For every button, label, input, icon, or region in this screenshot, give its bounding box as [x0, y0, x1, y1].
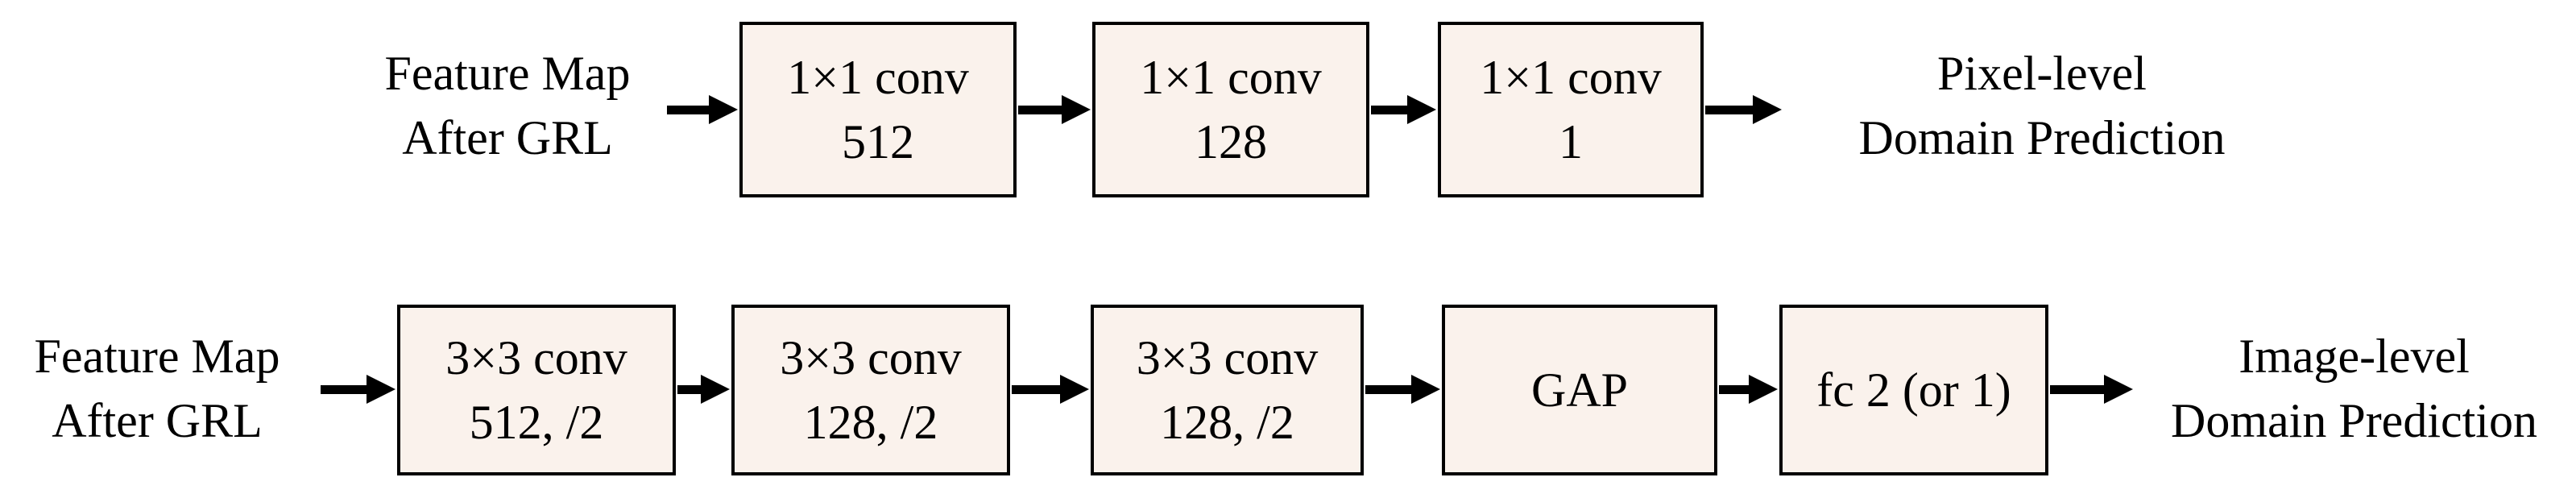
- arrow-shaft: [1018, 105, 1062, 114]
- arrow-shaft: [1705, 105, 1753, 114]
- flow-arrow-icon: [1365, 375, 1440, 404]
- box-line: fc 2 (or 1): [1816, 363, 2011, 417]
- box-line: 3×3 conv: [1136, 331, 1319, 384]
- flow-arrow-icon: [1018, 95, 1091, 124]
- flow-arrow-icon: [1705, 95, 1782, 124]
- flow-arrow-icon: [677, 375, 730, 404]
- label-line: Domain Prediction: [1858, 111, 2226, 164]
- label-line: Domain Prediction: [2171, 394, 2537, 447]
- arrow-head: [1062, 95, 1091, 124]
- arrow-head: [1749, 375, 1778, 404]
- box-line: 128, /2: [803, 396, 938, 449]
- flow-arrow-icon: [1719, 375, 1778, 404]
- arrow-head: [1407, 95, 1436, 124]
- box-line: GAP: [1530, 363, 1629, 417]
- node-conv-3x3-128-s2-first: 3×3 conv 128, /2: [731, 305, 1010, 475]
- box-line: 128, /2: [1160, 396, 1294, 449]
- label-line: After GRL: [402, 111, 613, 164]
- node-conv-1x1-128: 1×1 conv 128: [1092, 22, 1369, 197]
- node-fc-2-or-1: fc 2 (or 1): [1779, 305, 2048, 475]
- node-conv-1x1-512: 1×1 conv 512: [739, 22, 1017, 197]
- input-label-top: Feature Map After GRL: [342, 41, 673, 170]
- flow-arrow-icon: [1012, 375, 1089, 404]
- label-line: After GRL: [52, 394, 263, 447]
- arrow-shaft: [1012, 384, 1060, 394]
- output-label-image-level: Image-level Domain Prediction: [2135, 324, 2574, 453]
- node-conv-3x3-512-s2: 3×3 conv 512, /2: [397, 305, 676, 475]
- arrow-head: [367, 375, 396, 404]
- arrow-shaft: [321, 384, 367, 394]
- output-label-pixel-level: Pixel-level Domain Prediction: [1816, 41, 2267, 170]
- box-line: 128: [1195, 115, 1267, 168]
- arrow-shaft: [667, 105, 709, 114]
- box-line: 512, /2: [469, 396, 604, 449]
- node-conv-1x1-1: 1×1 conv 1: [1438, 22, 1704, 197]
- arrow-shaft: [1371, 105, 1407, 114]
- arrow-head: [1753, 95, 1782, 124]
- arrow-head: [1411, 375, 1440, 404]
- arrow-head: [709, 95, 738, 124]
- arrow-head: [1060, 375, 1089, 404]
- label-line: Feature Map: [34, 330, 280, 383]
- label-line: Feature Map: [384, 47, 631, 100]
- input-label-bottom: Feature Map After GRL: [0, 324, 318, 453]
- box-line: 3×3 conv: [780, 331, 962, 384]
- label-line: Pixel-level: [1937, 47, 2147, 100]
- box-line: 1: [1559, 115, 1583, 168]
- flow-arrow-icon: [667, 95, 738, 124]
- arrow-head: [2104, 375, 2133, 404]
- node-conv-3x3-128-s2-second: 3×3 conv 128, /2: [1091, 305, 1364, 475]
- arrow-head: [701, 375, 730, 404]
- box-line: 1×1 conv: [1140, 51, 1322, 104]
- arrow-shaft: [1719, 384, 1749, 394]
- arrow-shaft: [2050, 384, 2104, 394]
- flow-arrow-icon: [321, 375, 396, 404]
- node-gap: GAP: [1442, 305, 1717, 475]
- box-line: 1×1 conv: [787, 51, 969, 104]
- flow-arrow-icon: [2050, 375, 2133, 404]
- label-line: Image-level: [2238, 330, 2470, 383]
- arrow-shaft: [677, 384, 701, 394]
- flow-arrow-icon: [1371, 95, 1436, 124]
- box-line: 512: [842, 115, 914, 168]
- box-line: 3×3 conv: [445, 331, 627, 384]
- arrow-shaft: [1365, 384, 1411, 394]
- box-line: 1×1 conv: [1480, 51, 1662, 104]
